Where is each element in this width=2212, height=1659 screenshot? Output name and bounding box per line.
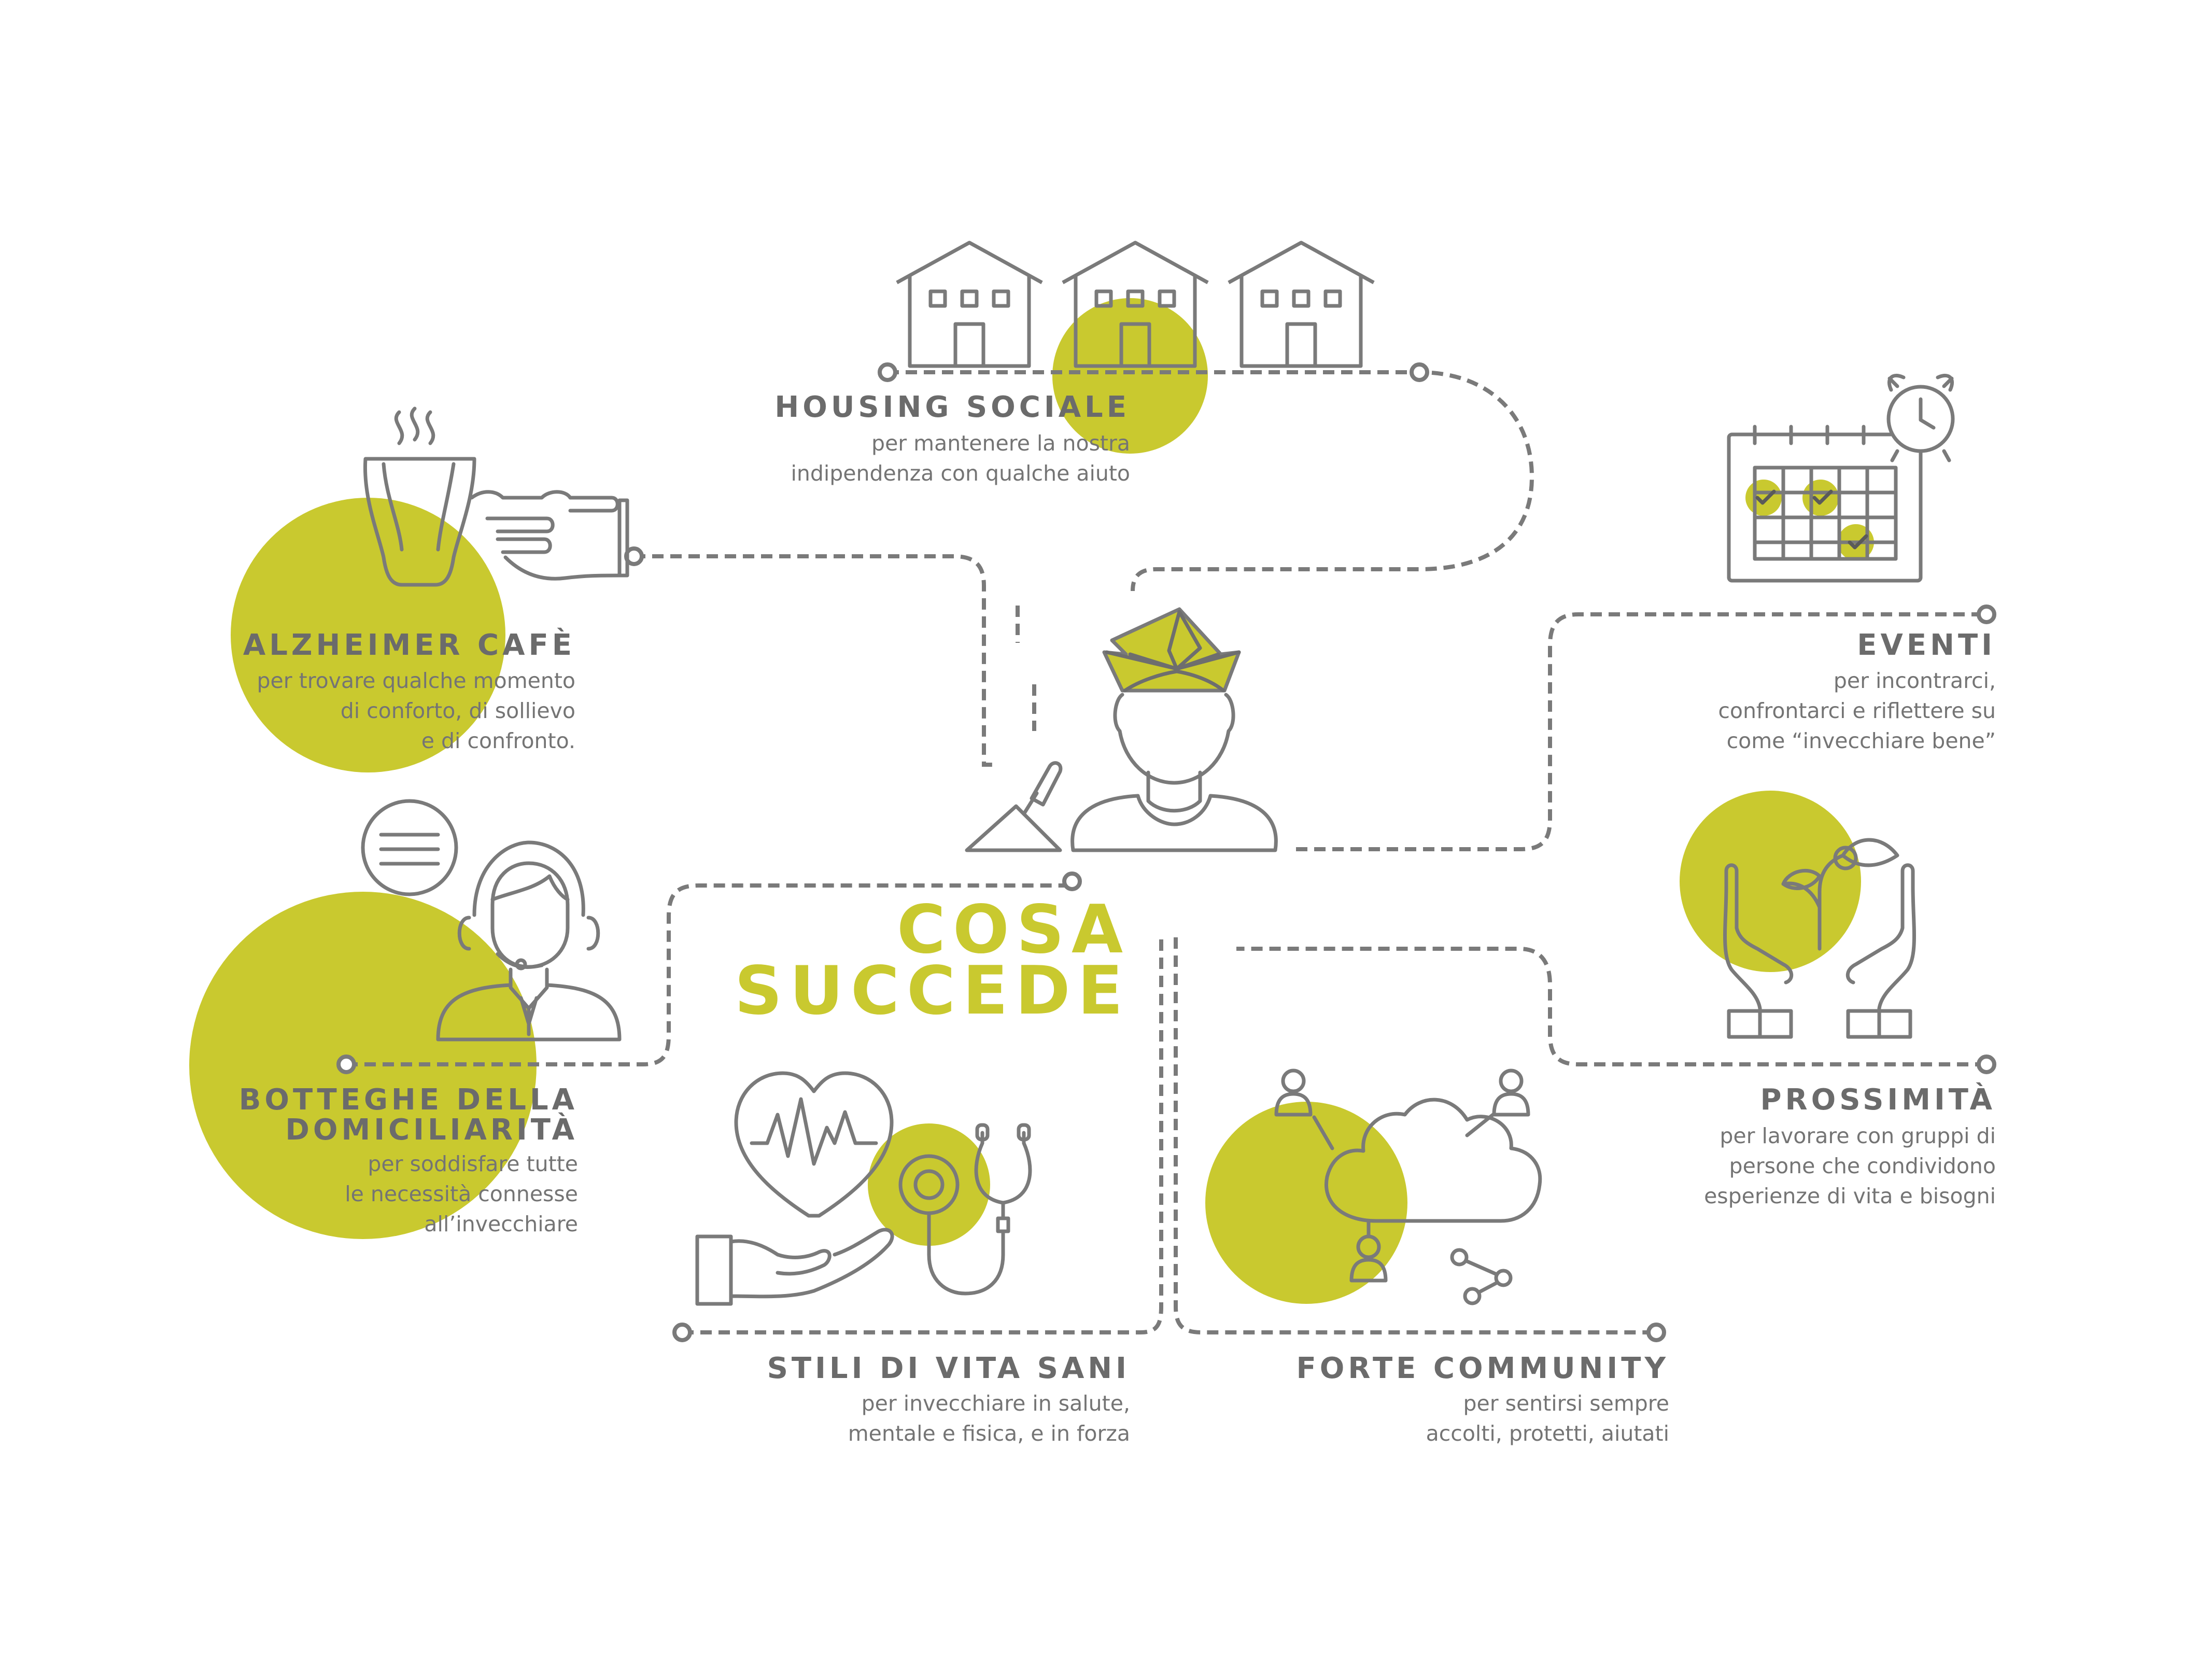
calendar-alarm-icon — [1729, 375, 1953, 581]
person-paper-hat-icon — [1073, 609, 1276, 850]
accent-circle-cal2 — [1802, 480, 1839, 516]
accent-circle-community — [1205, 1102, 1407, 1304]
support-operator-icon — [363, 801, 619, 1039]
coffee-cup-hand-icon — [365, 409, 627, 585]
item-description: per sentirsi sempre accolti, protetti, a… — [1426, 1391, 1669, 1446]
item-title: FORTE COMMUNITY — [1296, 1352, 1669, 1385]
item-title: EVENTI — [1857, 628, 1996, 662]
user-icon — [1276, 1071, 1311, 1115]
accent-circle-prossimita — [1680, 791, 1861, 972]
accent-circle-alzheimer — [231, 498, 505, 772]
house-icon — [1229, 243, 1374, 366]
node-community — [1646, 1323, 1666, 1342]
item-description: per trovare qualche momento di conforto,… — [257, 668, 576, 753]
accent-circle-botteghe — [189, 892, 537, 1239]
center-title-line1: COSA — [897, 891, 1130, 968]
cloud-icon — [1326, 1100, 1540, 1221]
item-description: per incontrarci, confrontarci e riflette… — [1718, 668, 1996, 753]
connector-alzheimer — [634, 554, 994, 767]
alarm-clock-icon — [1889, 375, 1953, 460]
accent-circle-housing — [1052, 298, 1208, 454]
item-title: BOTTEGHE DELLA — [238, 1083, 578, 1117]
connector-alzheimer-tool — [1016, 606, 1036, 731]
connector-botteghe — [346, 883, 1072, 1066]
item-description: per mantenere la nostra indipendenza con… — [791, 431, 1130, 486]
houses-icon — [897, 243, 1374, 366]
house-icon — [1063, 243, 1208, 366]
item-description: per invecchiare in salute, mentale e fis… — [848, 1391, 1130, 1446]
steam-icon — [396, 409, 433, 443]
plant-icon — [1783, 840, 1897, 949]
node-botteghe — [336, 1055, 356, 1074]
item-description: per soddisfare tutte le necessità connes… — [345, 1151, 578, 1236]
item-title: DOMICILIARITÀ — [285, 1113, 578, 1147]
connector-housing — [887, 370, 1534, 592]
share-icon — [1452, 1250, 1511, 1303]
house-icon — [897, 243, 1042, 366]
node-stili — [672, 1323, 692, 1342]
trowel-icon — [967, 763, 1061, 850]
node-prossimita — [1977, 1055, 1996, 1074]
node-housing-left — [878, 362, 897, 382]
item-title: PROSSIMITÀ — [1760, 1083, 1996, 1117]
heart-stethoscope-icon — [697, 1073, 1030, 1304]
speech-bubble-icon — [363, 801, 456, 894]
item-title: HOUSING SOCIALE — [774, 390, 1130, 424]
connector-eventi — [1292, 612, 1983, 851]
accent-circle-cal1 — [1745, 480, 1782, 516]
connector-prossimita — [1236, 947, 1986, 1066]
connector-stili — [682, 937, 1163, 1334]
item-title: ALZHEIMER CAFÈ — [243, 628, 575, 662]
node-center — [1062, 871, 1082, 891]
heart-icon — [736, 1073, 892, 1216]
left-hand-icon — [1725, 865, 1792, 1037]
connector-lines — [346, 370, 1986, 1334]
connector-community — [1174, 937, 1656, 1334]
center-title-line2: SUCCEDE — [734, 952, 1130, 1030]
open-hand-icon — [697, 1230, 892, 1304]
cloud-network-icon — [1276, 1071, 1540, 1303]
paper-hat-icon — [1104, 609, 1239, 691]
node-eventi — [1977, 604, 1996, 624]
item-description: per lavorare con gruppi di persone che c… — [1704, 1123, 1996, 1208]
hands-plant-icon — [1725, 840, 1914, 1037]
item-title: STILI DI VITA SANI — [767, 1352, 1130, 1385]
right-hand-icon — [1848, 865, 1914, 1037]
user-icon — [1494, 1071, 1528, 1115]
endpoint-nodes — [336, 362, 1996, 1342]
node-housing-right — [1410, 362, 1429, 382]
accent-circle-stili — [868, 1123, 990, 1246]
